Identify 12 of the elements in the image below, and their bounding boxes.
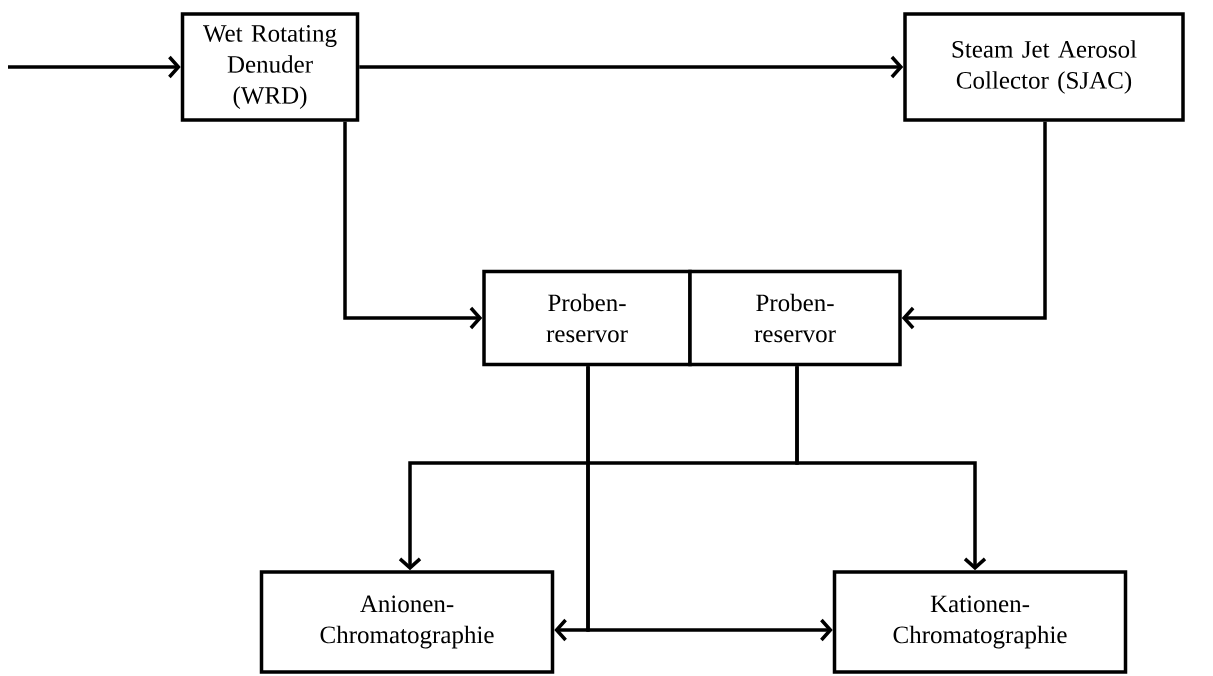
arrow bbox=[359, 55, 904, 79]
arrow bbox=[586, 366, 833, 642]
process-box: Kationen- Chromatographie bbox=[832, 570, 1128, 674]
process-box: Steam Jet Aerosol Collector (SJAC) bbox=[903, 12, 1185, 122]
arrow bbox=[8, 55, 181, 79]
process-box: Anionen- Chromatographie bbox=[259, 570, 555, 674]
process-box: Wet Rotating Denuder (WRD) bbox=[180, 12, 360, 122]
process-box: Proben- reservor bbox=[688, 269, 902, 367]
process-box: Proben- reservor bbox=[482, 269, 692, 367]
arrow bbox=[901, 121, 1047, 330]
arrow bbox=[795, 366, 987, 571]
arrow bbox=[343, 121, 483, 330]
